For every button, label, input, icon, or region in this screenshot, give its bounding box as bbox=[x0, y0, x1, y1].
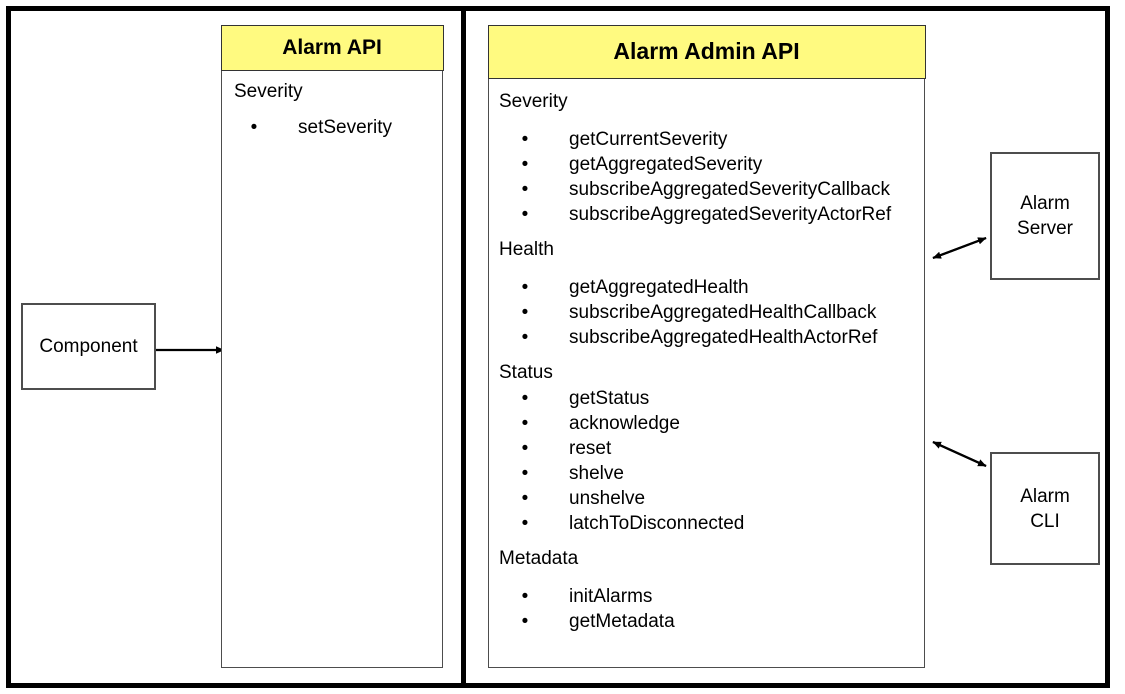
method-list-item: • subscribeAggregatedHealthCallback bbox=[499, 300, 924, 325]
section-severity: Severity • setSeverity bbox=[234, 82, 442, 140]
method-name: shelve bbox=[569, 462, 624, 484]
section-title: Health bbox=[499, 238, 554, 260]
method-list-item: • getCurrentSeverity bbox=[499, 127, 924, 152]
method-name: unshelve bbox=[569, 487, 646, 509]
method-name: getCurrentSeverity bbox=[569, 128, 728, 150]
bullet-icon: • bbox=[521, 128, 529, 150]
bullet-icon: • bbox=[521, 387, 529, 409]
method-name: subscribeAggregatedSeverityActorRef bbox=[569, 203, 892, 225]
method-name: subscribeAggregatedSeverityCallback bbox=[569, 178, 891, 200]
bullet-icon: • bbox=[521, 585, 529, 607]
method-list: • getCurrentSeverity • getAggregatedSeverit… bbox=[499, 127, 924, 227]
method-name: reset bbox=[569, 437, 612, 459]
section-title: Metadata bbox=[499, 547, 579, 569]
bullet-icon: • bbox=[521, 462, 529, 484]
bullet-icon: • bbox=[521, 203, 529, 225]
method-name: setSeverity bbox=[298, 116, 392, 138]
method-name: subscribeAggregatedHealthActorRef bbox=[569, 326, 878, 348]
section-title: Severity bbox=[499, 90, 568, 112]
method-list: • getStatus • acknowledge • reset • shelve • unsh… bbox=[499, 386, 924, 536]
section-metadata: Metadata • initAlarms • getMetadata bbox=[499, 549, 924, 634]
section-title: Status bbox=[499, 361, 553, 383]
method-list-item: • subscribeAggregatedSeverityActorRef bbox=[499, 202, 924, 227]
component-to-alarm-api-arrow bbox=[156, 346, 225, 354]
bullet-icon: • bbox=[521, 437, 529, 459]
method-name: getAggregatedHealth bbox=[569, 276, 749, 298]
method-list: • getAggregatedHealth • subscribeAggregated… bbox=[499, 275, 924, 350]
bullet-icon: • bbox=[521, 610, 529, 632]
method-list-item: • getMetadata bbox=[499, 609, 924, 634]
panel-divider bbox=[461, 6, 466, 688]
alarm-admin-api-header: Alarm Admin API bbox=[487, 24, 926, 79]
method-list-item: • getStatus bbox=[499, 386, 924, 411]
method-name: getAggregatedSeverity bbox=[569, 153, 763, 175]
section-severity: Severity • getCurrentSeverity • getAggregate… bbox=[499, 92, 924, 227]
method-name: subscribeAggregatedHealthCallback bbox=[569, 301, 877, 323]
bullet-icon: • bbox=[250, 116, 258, 138]
alarm-api-header: Alarm API bbox=[220, 24, 444, 71]
alarm-cli-box-label: Alarm CLI bbox=[1020, 485, 1070, 532]
section-status: Status • getStatus • acknowledge • reset • shelv… bbox=[499, 363, 924, 536]
method-list-item: • acknowledge bbox=[499, 411, 924, 436]
section-health: Health • getAggregatedHealth • subscribeAggr… bbox=[499, 240, 924, 350]
alarm-server-box: Alarm Server bbox=[990, 152, 1100, 280]
bullet-icon: • bbox=[521, 276, 529, 298]
bullet-icon: • bbox=[521, 326, 529, 348]
alarm-server-double-arrow bbox=[932, 236, 987, 260]
bullet-icon: • bbox=[521, 487, 529, 509]
alarm-cli-double-arrow bbox=[932, 440, 987, 468]
outer-frame bbox=[6, 6, 1110, 688]
method-name: getStatus bbox=[569, 387, 650, 409]
bullet-icon: • bbox=[521, 153, 529, 175]
method-list-item: • initAlarms bbox=[499, 584, 924, 609]
method-list-item: • subscribeAggregatedHealthActorRef bbox=[499, 325, 924, 350]
method-list-item: • shelve bbox=[499, 461, 924, 486]
method-name: acknowledge bbox=[569, 412, 680, 434]
method-list-item: • unshelve bbox=[499, 486, 924, 511]
bullet-icon: • bbox=[521, 301, 529, 323]
component-box: Component bbox=[21, 303, 156, 390]
method-list: • initAlarms • getMetadata bbox=[499, 584, 924, 634]
method-name: initAlarms bbox=[569, 585, 653, 607]
alarm-cli-box: Alarm CLI bbox=[990, 452, 1100, 565]
section-title: Severity bbox=[234, 80, 303, 102]
method-name: latchToDisconnected bbox=[569, 512, 745, 534]
bullet-icon: • bbox=[521, 412, 529, 434]
method-list-item: • reset bbox=[499, 436, 924, 461]
bullet-icon: • bbox=[521, 178, 529, 200]
method-list-item: • getAggregatedHealth bbox=[499, 275, 924, 300]
alarm-admin-api-body: Severity • getCurrentSeverity • getAggregate… bbox=[489, 79, 924, 634]
alarm-admin-api-card: Alarm Admin API Severity • getCurrentSever… bbox=[487, 24, 926, 668]
method-list-item: • subscribeAggregatedSeverityCallback bbox=[499, 177, 924, 202]
method-list-item: • setSeverity bbox=[234, 115, 442, 140]
method-list: • setSeverity bbox=[234, 115, 442, 140]
alarm-api-card: Alarm API Severity • setSeverity bbox=[220, 24, 444, 668]
method-list-item: • getAggregatedSeverity bbox=[499, 152, 924, 177]
component-box-label: Component bbox=[39, 336, 138, 357]
bullet-icon: • bbox=[521, 512, 529, 534]
method-name: getMetadata bbox=[569, 610, 675, 632]
alarm-api-body: Severity • setSeverity bbox=[222, 71, 442, 140]
method-list-item: • latchToDisconnected bbox=[499, 511, 924, 536]
alarm-server-box-label: Alarm Server bbox=[1017, 193, 1073, 239]
